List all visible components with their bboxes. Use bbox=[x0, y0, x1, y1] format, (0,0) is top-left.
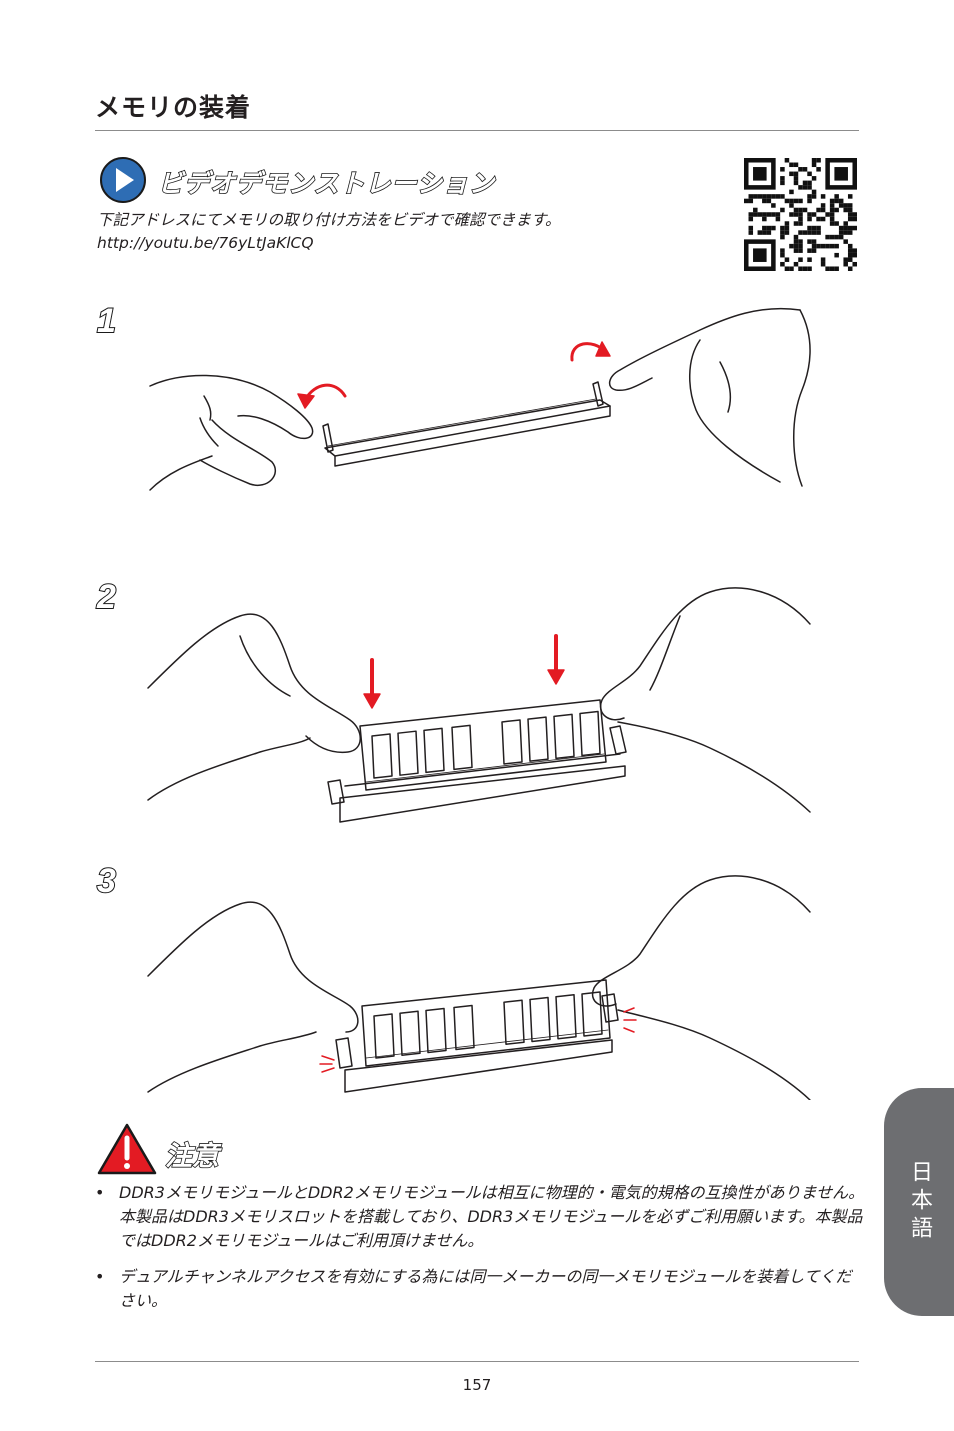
page-title: メモリの装着 bbox=[95, 93, 252, 122]
qr-code bbox=[744, 158, 857, 275]
video-description: 下記アドレスにてメモリの取り付け方法をビデオで確認できます。 bbox=[97, 211, 561, 229]
side-tab-label: 日本語 bbox=[907, 1160, 932, 1244]
step-1-number: 1 bbox=[96, 301, 117, 341]
step-3-number: 3 bbox=[96, 861, 117, 901]
step-2-illustration bbox=[140, 576, 820, 826]
step-1-illustration bbox=[140, 300, 820, 500]
caution-title: 注意 bbox=[164, 1140, 220, 1173]
caution-item: •DDR3メモリモジュールとDDR2メモリモジュールは相互に物理的・電気的規格の… bbox=[95, 1183, 865, 1250]
header-divider bbox=[95, 130, 859, 131]
video-title: ビデオデモンストレーション bbox=[157, 168, 496, 199]
step-3-illustration bbox=[140, 860, 820, 1100]
caution-list: •DDR3メモリモジュールとDDR2メモリモジュールは相互に物理的・電気的規格の… bbox=[95, 1181, 865, 1325]
warning-triangle-icon bbox=[96, 1122, 158, 1180]
language-side-tab: 日本語 bbox=[884, 1088, 954, 1316]
page-number: 157 bbox=[462, 1376, 492, 1394]
play-icon[interactable] bbox=[95, 156, 151, 208]
caution-item: •デュアルチャンネルアクセスを有効にする為には同一メーカーの同一メモリモジュール… bbox=[95, 1267, 852, 1310]
step-2-number: 2 bbox=[96, 577, 117, 617]
footer-divider bbox=[95, 1361, 859, 1362]
video-url-link[interactable]: http://youtu.be/76yLtJaKlCQ bbox=[97, 234, 314, 252]
